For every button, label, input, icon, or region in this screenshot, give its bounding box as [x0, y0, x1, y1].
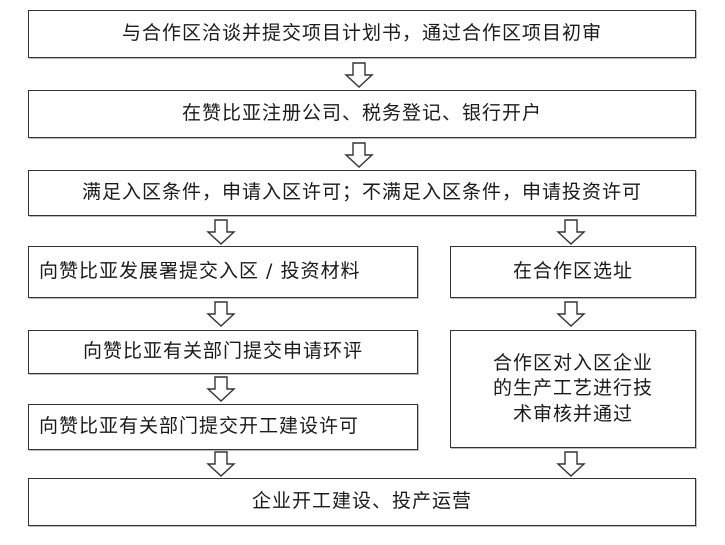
step-entry-permit: 满足入区条件，申请入区许可；不满足入区条件，申请投资许可	[28, 170, 696, 216]
step-technical-review-line-2: 的生产工艺进行技	[492, 377, 653, 400]
hollow-down-arrow-icon	[344, 62, 374, 88]
hollow-down-arrow-icon	[556, 219, 586, 245]
step-technical-review: 合作区对入区企业 的生产工艺进行技 术审核并通过	[450, 330, 696, 448]
step-submit-materials: 向赞比亚发展署提交入区 / 投资材料	[28, 246, 418, 298]
step-start-operation-text: 企业开工建设、投产运营	[251, 490, 472, 513]
step-construction-permit: 向赞比亚有关部门提交开工建设许可	[28, 404, 418, 450]
hollow-down-arrow-icon	[206, 376, 236, 402]
step-submit-materials-text: 向赞比亚发展署提交入区 / 投资材料	[39, 260, 361, 283]
step-environmental-assessment-text: 向赞比亚有关部门提交申请环评	[82, 340, 363, 363]
step-company-registration: 在赞比亚注册公司、税务登记、银行开户	[28, 90, 696, 138]
hollow-down-arrow-icon	[556, 301, 586, 327]
hollow-down-arrow-icon	[206, 219, 236, 245]
step-entry-permit-text: 满足入区条件，申请入区许可；不满足入区条件，申请投资许可	[81, 181, 642, 204]
step-technical-review-line-3: 术审核并通过	[512, 402, 633, 425]
step-project-proposal: 与合作区洽谈并提交项目计划书，通过合作区项目初审	[28, 10, 696, 58]
hollow-down-arrow-icon	[556, 451, 586, 477]
step-construction-permit-text: 向赞比亚有关部门提交开工建设许可	[39, 415, 360, 438]
step-site-selection: 在合作区选址	[450, 246, 696, 298]
step-project-proposal-text: 与合作区洽谈并提交项目计划书，通过合作区项目初审	[121, 22, 602, 45]
step-environmental-assessment: 向赞比亚有关部门提交申请环评	[28, 330, 418, 374]
step-company-registration-text: 在赞比亚注册公司、税务登记、银行开户	[181, 102, 542, 125]
hollow-down-arrow-icon	[206, 301, 236, 327]
step-start-operation: 企业开工建设、投产运营	[28, 478, 696, 526]
hollow-down-arrow-icon	[206, 451, 236, 477]
step-site-selection-text: 在合作区选址	[512, 260, 633, 283]
step-technical-review-line-1: 合作区对入区企业	[492, 351, 653, 374]
hollow-down-arrow-icon	[344, 142, 374, 168]
